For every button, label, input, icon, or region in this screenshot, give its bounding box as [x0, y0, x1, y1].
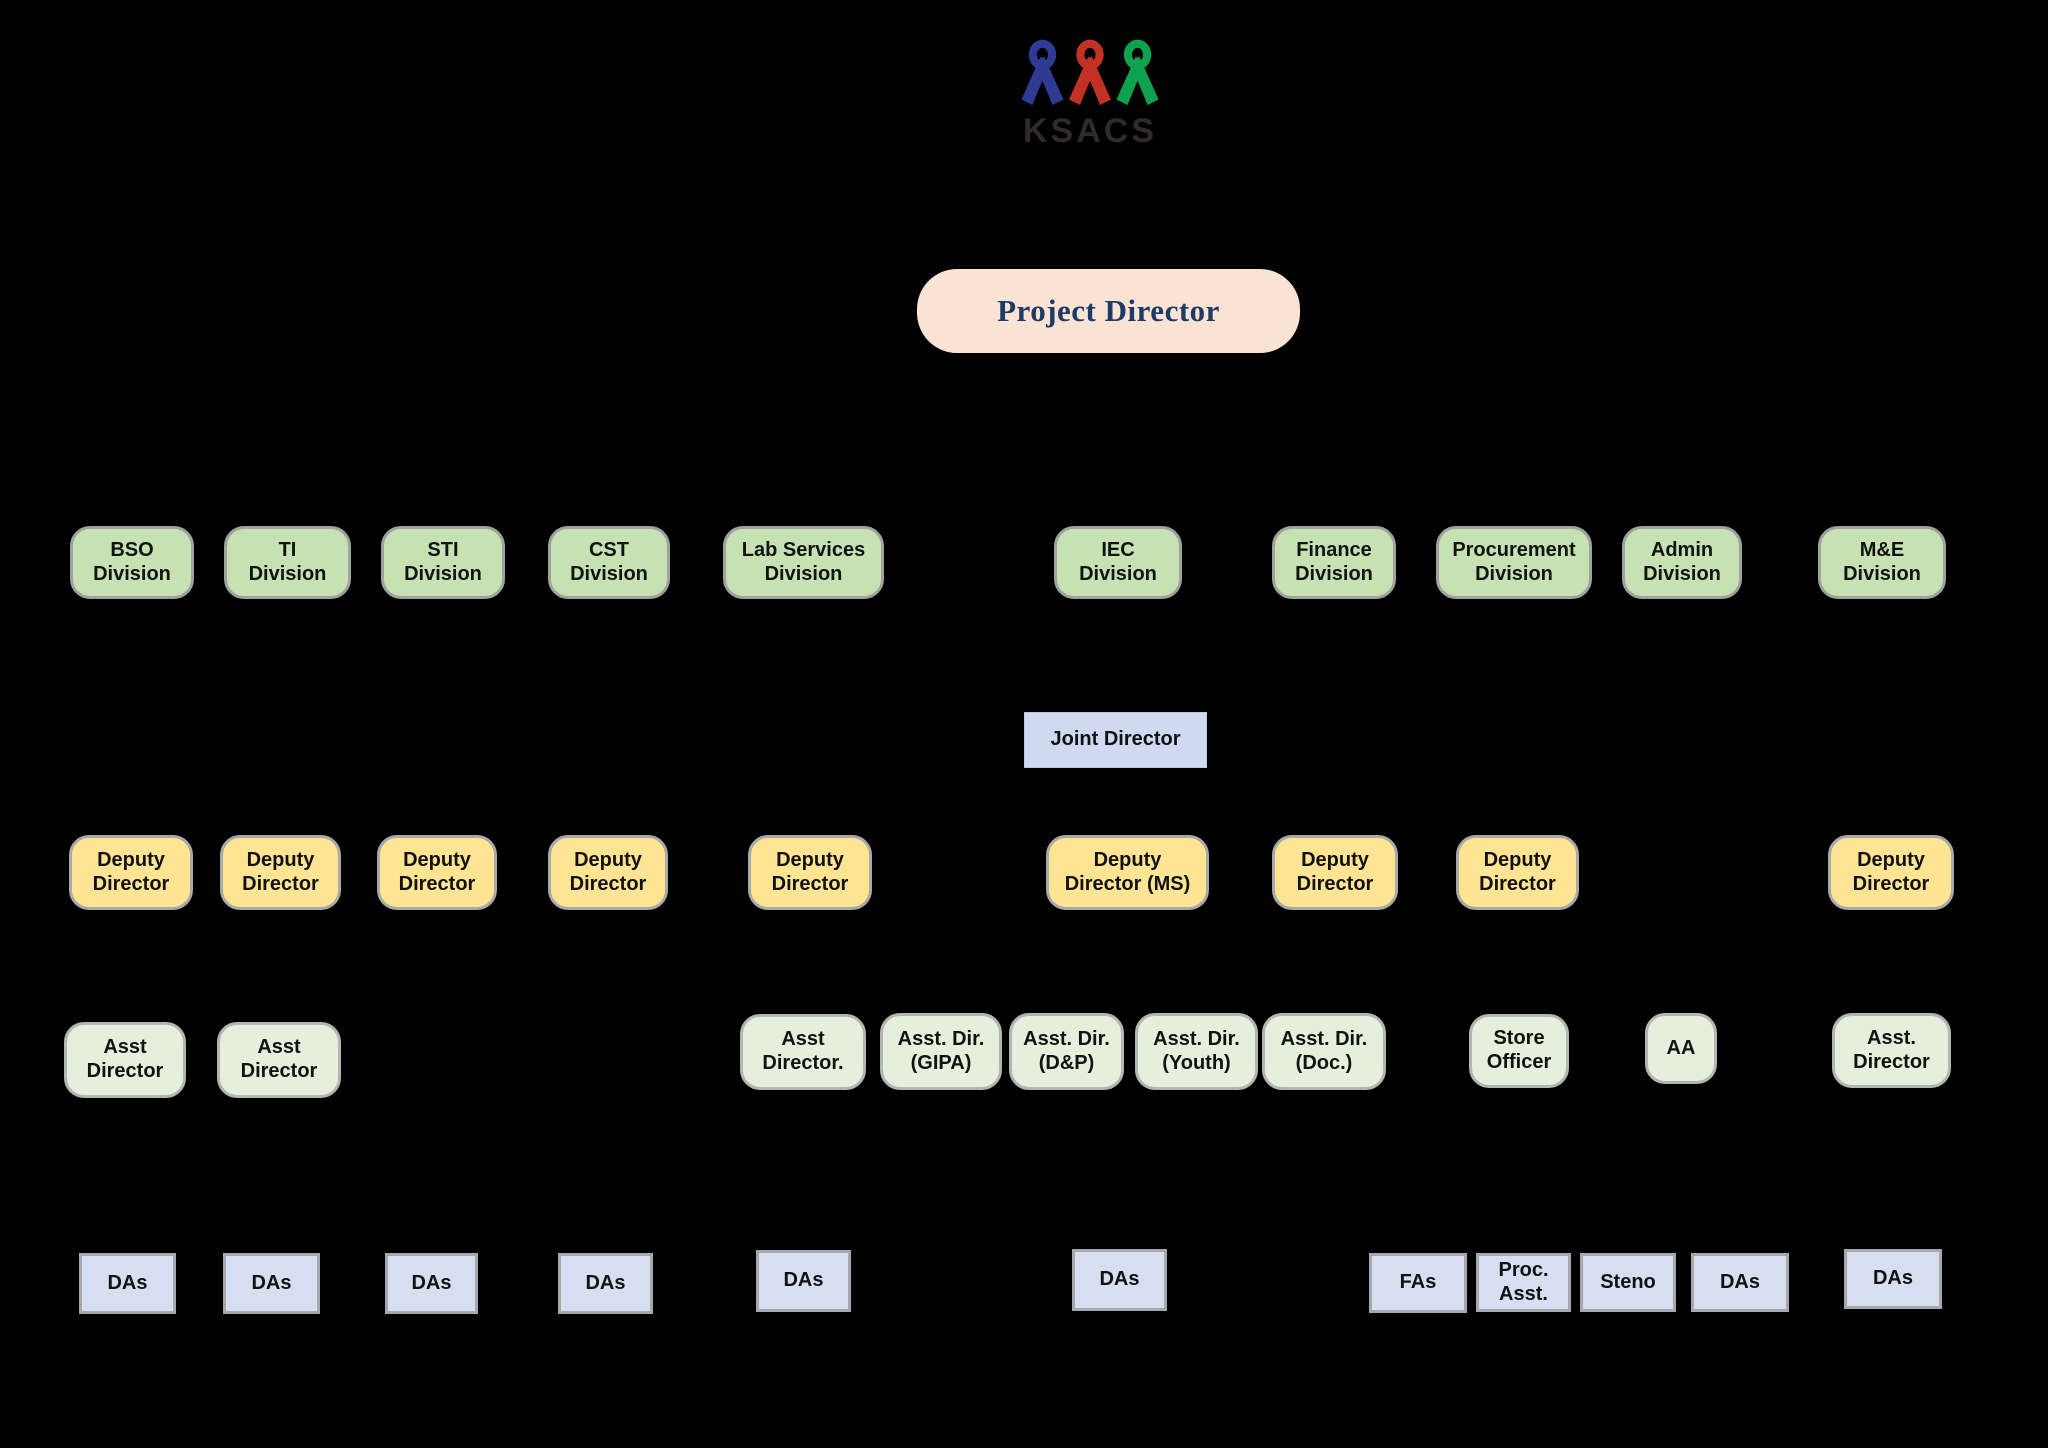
org-node-deputy-director-cst: Deputy Director [548, 835, 668, 910]
org-node-admin-division: Admin Division [1622, 526, 1742, 599]
org-node-asst-director-lab: Asst Director. [740, 1014, 866, 1090]
org-node-me-division: M&E Division [1818, 526, 1946, 599]
ksacs-logo: KSACS [1005, 36, 1175, 151]
org-node-asst-dir-doc: Asst. Dir. (Doc.) [1262, 1013, 1386, 1090]
org-node-lab-services-division: Lab Services Division [723, 526, 884, 599]
org-node-asst-dir-youth: Asst. Dir. (Youth) [1135, 1013, 1258, 1090]
org-node-finance-division: Finance Division [1272, 526, 1396, 599]
org-node-deputy-director-me: Deputy Director [1828, 835, 1954, 910]
org-node-asst-dir-dp: Asst. Dir. (D&P) [1009, 1013, 1124, 1090]
ksacs-logo-text: KSACS [1022, 112, 1158, 150]
org-node-ti-division: TI Division [224, 526, 351, 599]
org-node-sti-division: STI Division [381, 526, 505, 599]
org-node-procurement-division: Procurement Division [1436, 526, 1592, 599]
org-node-asst-director-me: Asst. Director [1832, 1013, 1951, 1088]
org-node-deputy-director-lab: Deputy Director [748, 835, 872, 910]
org-node-fas: FAs [1369, 1253, 1467, 1313]
org-node-das-bso: DAs [79, 1253, 176, 1314]
org-node-das-iec: DAs [1072, 1249, 1167, 1311]
green-ribbon [1116, 39, 1159, 106]
org-node-asst-director-ti: Asst Director [217, 1022, 341, 1098]
org-node-project-director: Project Director [917, 269, 1300, 353]
project-director-label: Project Director [997, 292, 1220, 328]
org-node-proc-asst: Proc. Asst. [1476, 1253, 1571, 1312]
blue-ribbon [1021, 39, 1064, 106]
org-node-das-admin: DAs [1691, 1253, 1789, 1312]
org-node-das-ti: DAs [223, 1253, 320, 1314]
org-node-deputy-director-finance: Deputy Director [1272, 835, 1398, 910]
org-node-das-sti: DAs [385, 1253, 478, 1314]
awareness-ribbons-icon [1021, 39, 1159, 106]
org-node-aa: AA [1645, 1013, 1717, 1084]
org-node-deputy-director-ti: Deputy Director [220, 835, 341, 910]
org-node-iec-division: IEC Division [1054, 526, 1182, 599]
org-node-cst-division: CST Division [548, 526, 670, 599]
org-node-das-me: DAs [1844, 1249, 1942, 1309]
org-node-bso-division: BSO Division [70, 526, 194, 599]
org-node-asst-dir-gipa: Asst. Dir. (GIPA) [880, 1013, 1002, 1090]
org-node-joint-director: Joint Director [1024, 712, 1207, 768]
org-node-store-officer: Store Officer [1469, 1014, 1569, 1088]
org-node-deputy-director-bso: Deputy Director [69, 835, 193, 910]
org-node-steno: Steno [1580, 1253, 1676, 1312]
red-ribbon [1068, 39, 1112, 106]
org-node-asst-director-bso: Asst Director [64, 1022, 186, 1098]
org-node-das-lab: DAs [756, 1250, 851, 1312]
org-node-deputy-director-ms: Deputy Director (MS) [1046, 835, 1209, 910]
org-node-deputy-director-procurement: Deputy Director [1456, 835, 1579, 910]
org-node-deputy-director-sti: Deputy Director [377, 835, 497, 910]
org-node-das-cst: DAs [558, 1253, 653, 1314]
